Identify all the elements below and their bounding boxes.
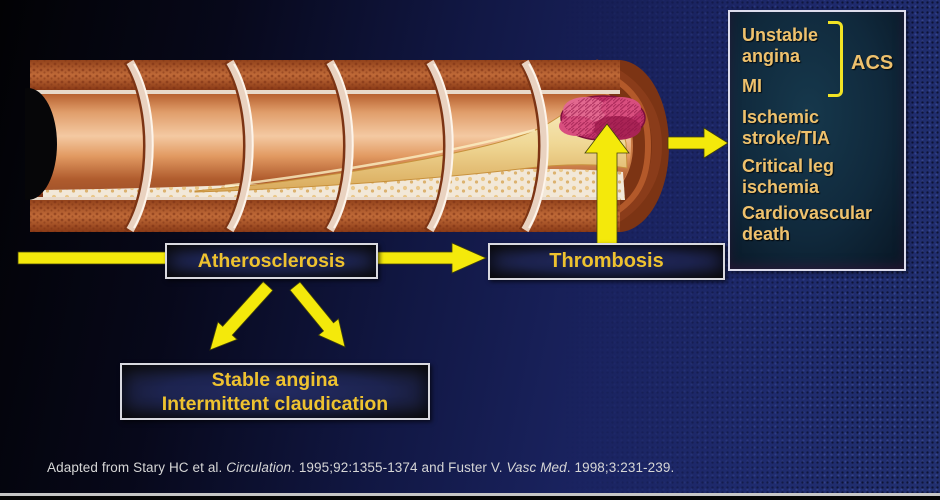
atherosclerosis-label-box: Atherosclerosis: [165, 243, 378, 279]
outcome-mi: MI: [742, 76, 762, 96]
outcome-cardiovascular-death: Cardiovascular death: [742, 203, 873, 244]
arrow-to-outcomes: [667, 127, 729, 159]
outcome-critical-leg-ischemia: Critical leg ischemia: [742, 156, 835, 197]
arrow-to-stable-right: [289, 281, 346, 348]
atherosclerosis-label: Atherosclerosis: [197, 249, 346, 272]
outcome-ischemic-stroke-tia: Ischemic stroke/TIA: [742, 107, 831, 148]
citation: Adapted from Stary HC et al. Circulation…: [47, 460, 674, 475]
stable-angina-line2: Intermittent claudication: [161, 392, 389, 415]
artery-illustration: [25, 59, 669, 233]
stable-angina-label-box: Stable angina Intermittent claudication: [120, 363, 430, 420]
thrombosis-label-box: Thrombosis: [488, 243, 725, 280]
stable-angina-line1: Stable angina: [211, 368, 339, 391]
acs-bracket: [828, 21, 843, 97]
acs-label: ACS: [851, 52, 894, 74]
citation-part: . 1998;3:231-239.: [566, 460, 675, 475]
outcomes-list: Unstable angina MI Ischemic stroke/TIA C…: [730, 12, 904, 245]
thrombus: [559, 95, 646, 141]
outcome-unstable-angina: Unstable angina: [742, 25, 819, 66]
citation-part: . 1995;92:1355-1374 and Fuster V.: [291, 460, 507, 475]
citation-journal-1: Circulation: [226, 460, 292, 475]
thrombosis-label: Thrombosis: [549, 250, 664, 272]
outcomes-panel: Unstable angina MI Ischemic stroke/TIA C…: [728, 10, 906, 271]
arrow-to-stable-left: [209, 281, 274, 351]
citation-journal-2: Vasc Med: [506, 460, 567, 475]
bottom-black-strip: [0, 496, 940, 500]
citation-part: Adapted from Stary HC et al.: [47, 460, 227, 475]
